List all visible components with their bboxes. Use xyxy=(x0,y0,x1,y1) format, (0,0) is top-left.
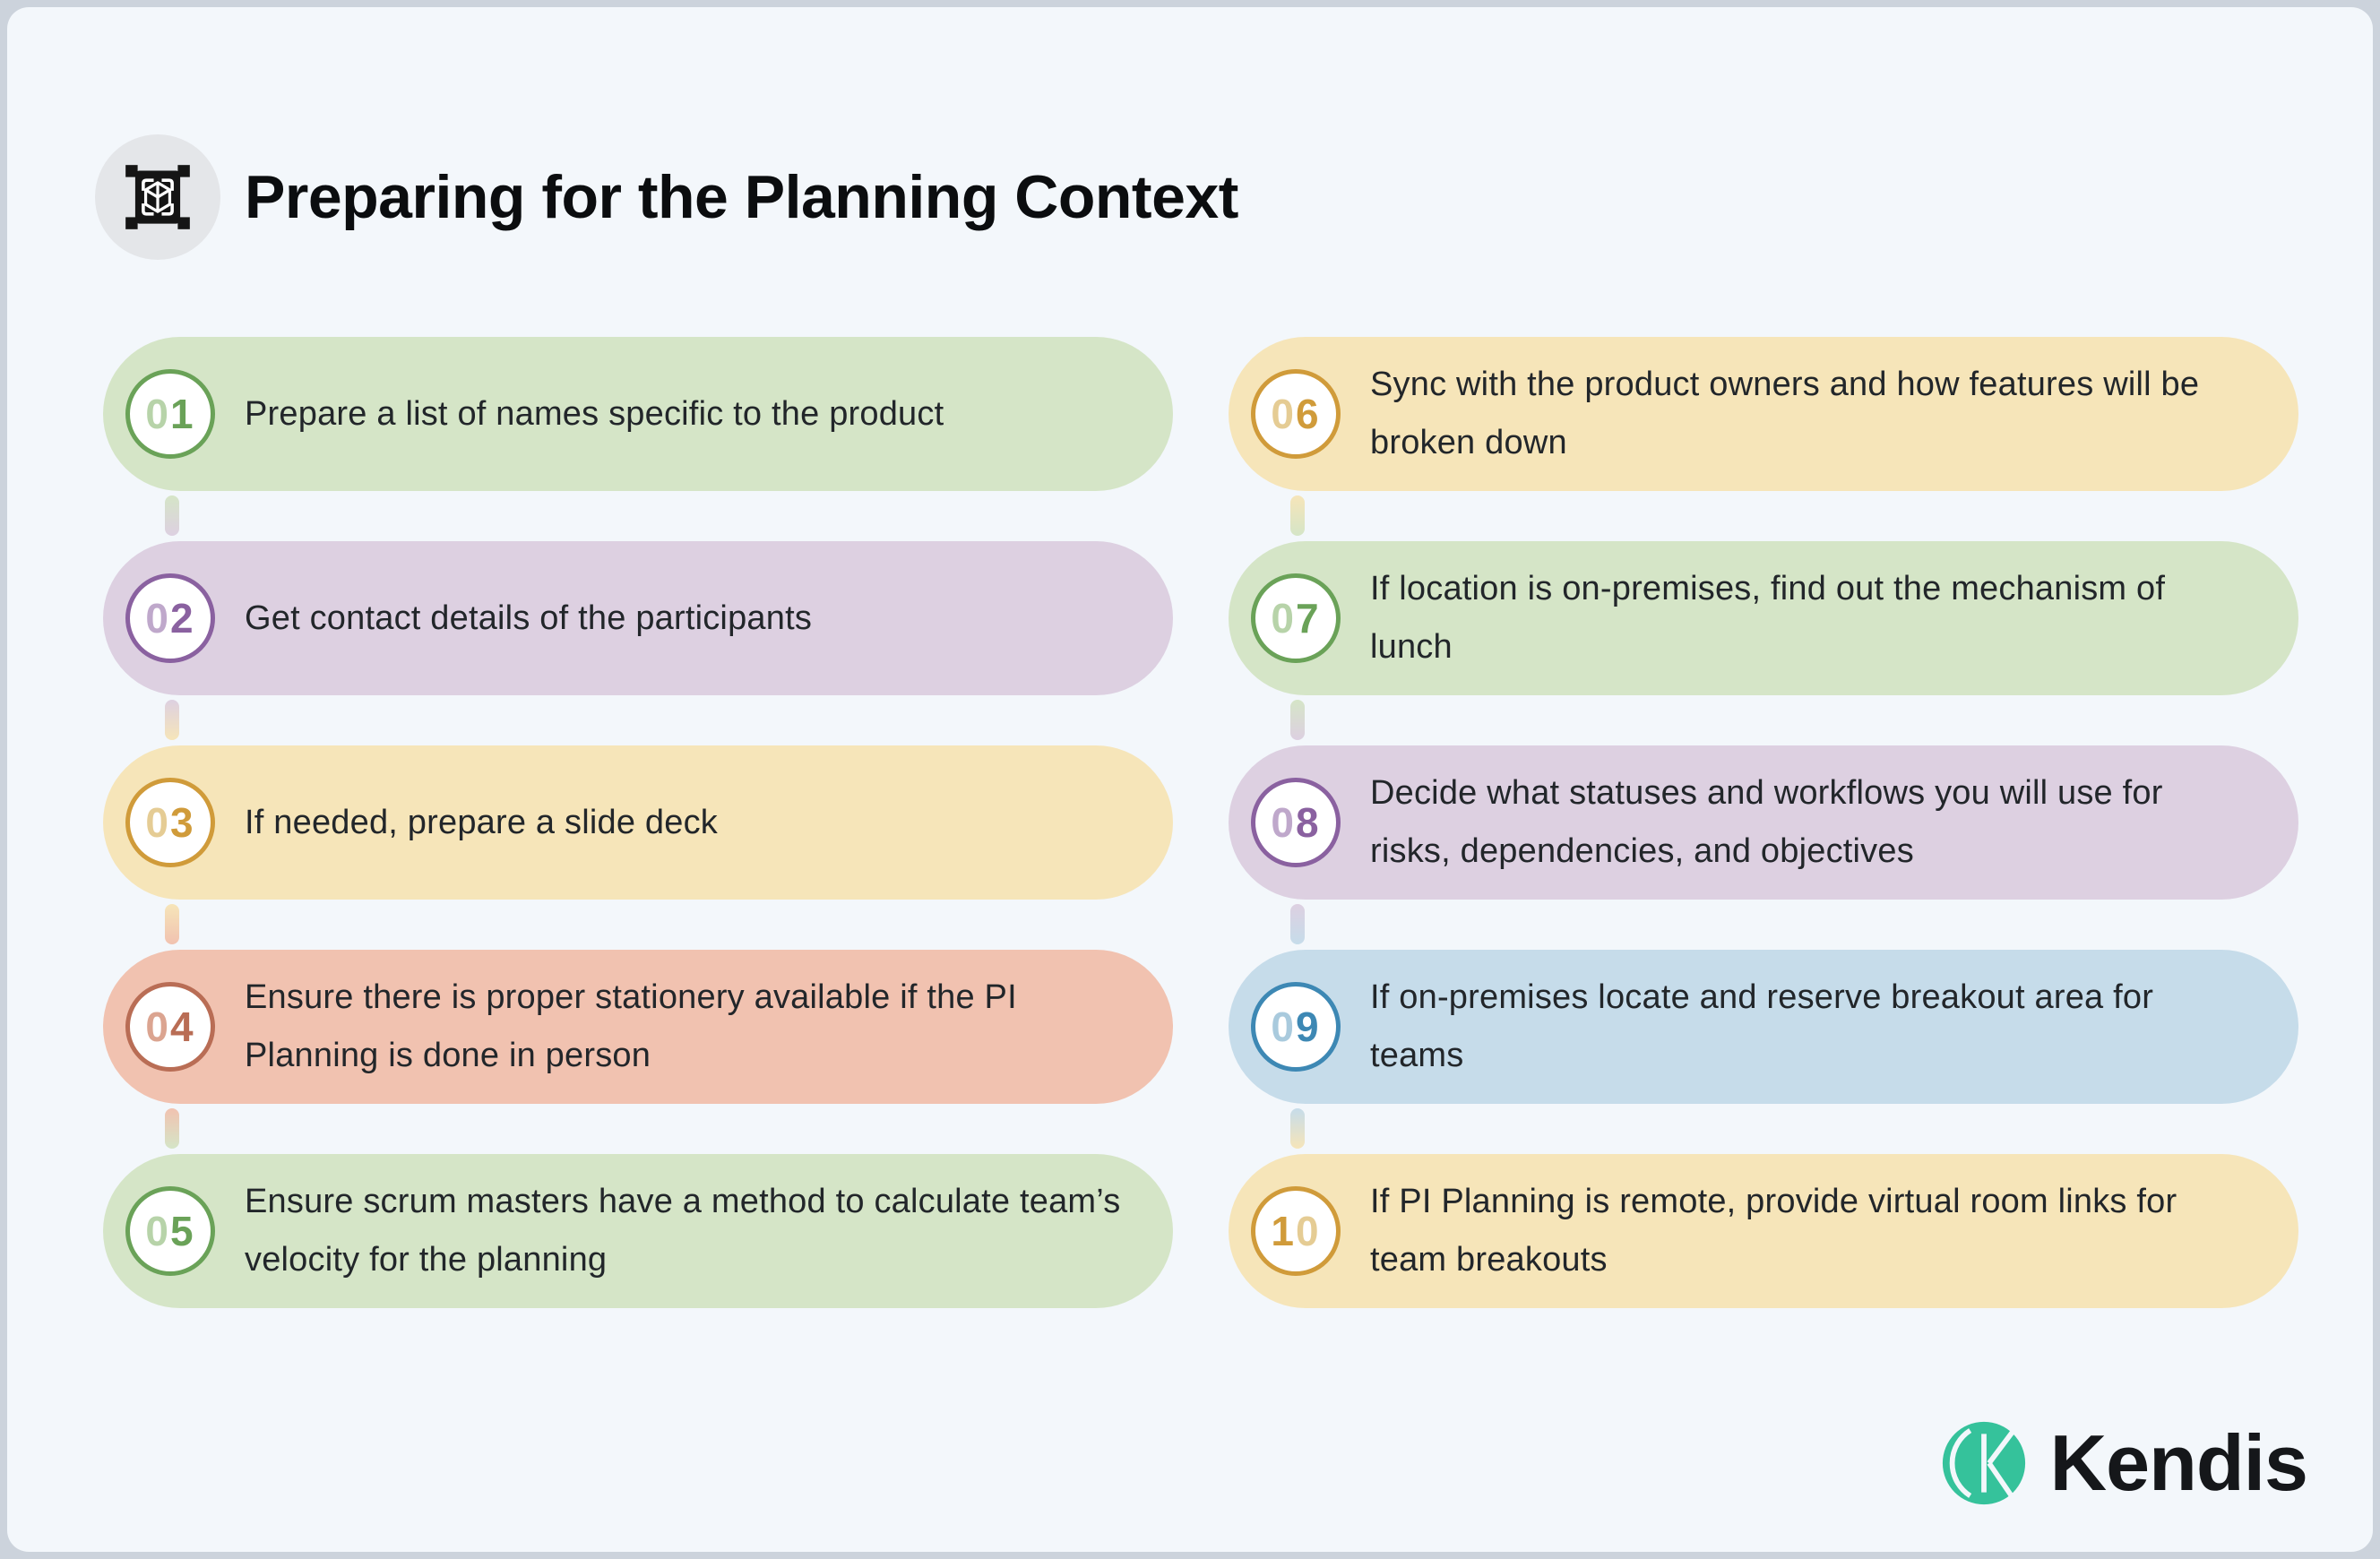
ar-cube-icon xyxy=(95,134,220,260)
page-title: Preparing for the Planning Context xyxy=(245,163,1238,231)
step-connector xyxy=(1290,904,1305,944)
step-connector xyxy=(1290,495,1305,536)
step-connector xyxy=(165,904,179,944)
step-connector xyxy=(165,700,179,740)
header: Preparing for the Planning Context xyxy=(95,134,1238,260)
step-text: If needed, prepare a slide deck xyxy=(245,803,718,841)
step-text: If on-premises locate and reserve breako… xyxy=(1370,978,2154,1074)
step-text: Ensure scrum masters have a method to ca… xyxy=(245,1183,1121,1279)
kendis-logo-icon xyxy=(1942,1421,2025,1505)
step-connector xyxy=(165,495,179,536)
brand-name: Kendis xyxy=(2049,1418,2308,1507)
ar-cube-icon-glyph xyxy=(125,165,190,229)
step-connector xyxy=(165,1108,179,1149)
step-text: Ensure there is proper stationery availa… xyxy=(245,978,1017,1074)
step-connector xyxy=(1290,700,1305,740)
step-text: Sync with the product owners and how fea… xyxy=(1370,366,2200,461)
step-connector xyxy=(1290,1108,1305,1149)
step-text: Decide what statuses and workflows you w… xyxy=(1370,774,2163,870)
step-text: Get contact details of the participants xyxy=(245,599,813,637)
step-text: Prepare a list of names specific to the … xyxy=(245,394,944,433)
step-text: If PI Planning is remote, provide virtua… xyxy=(1370,1183,2177,1279)
step-text: If location is on-premises, find out the… xyxy=(1370,570,2166,666)
brand-footer: Kendis xyxy=(1941,1417,2308,1509)
